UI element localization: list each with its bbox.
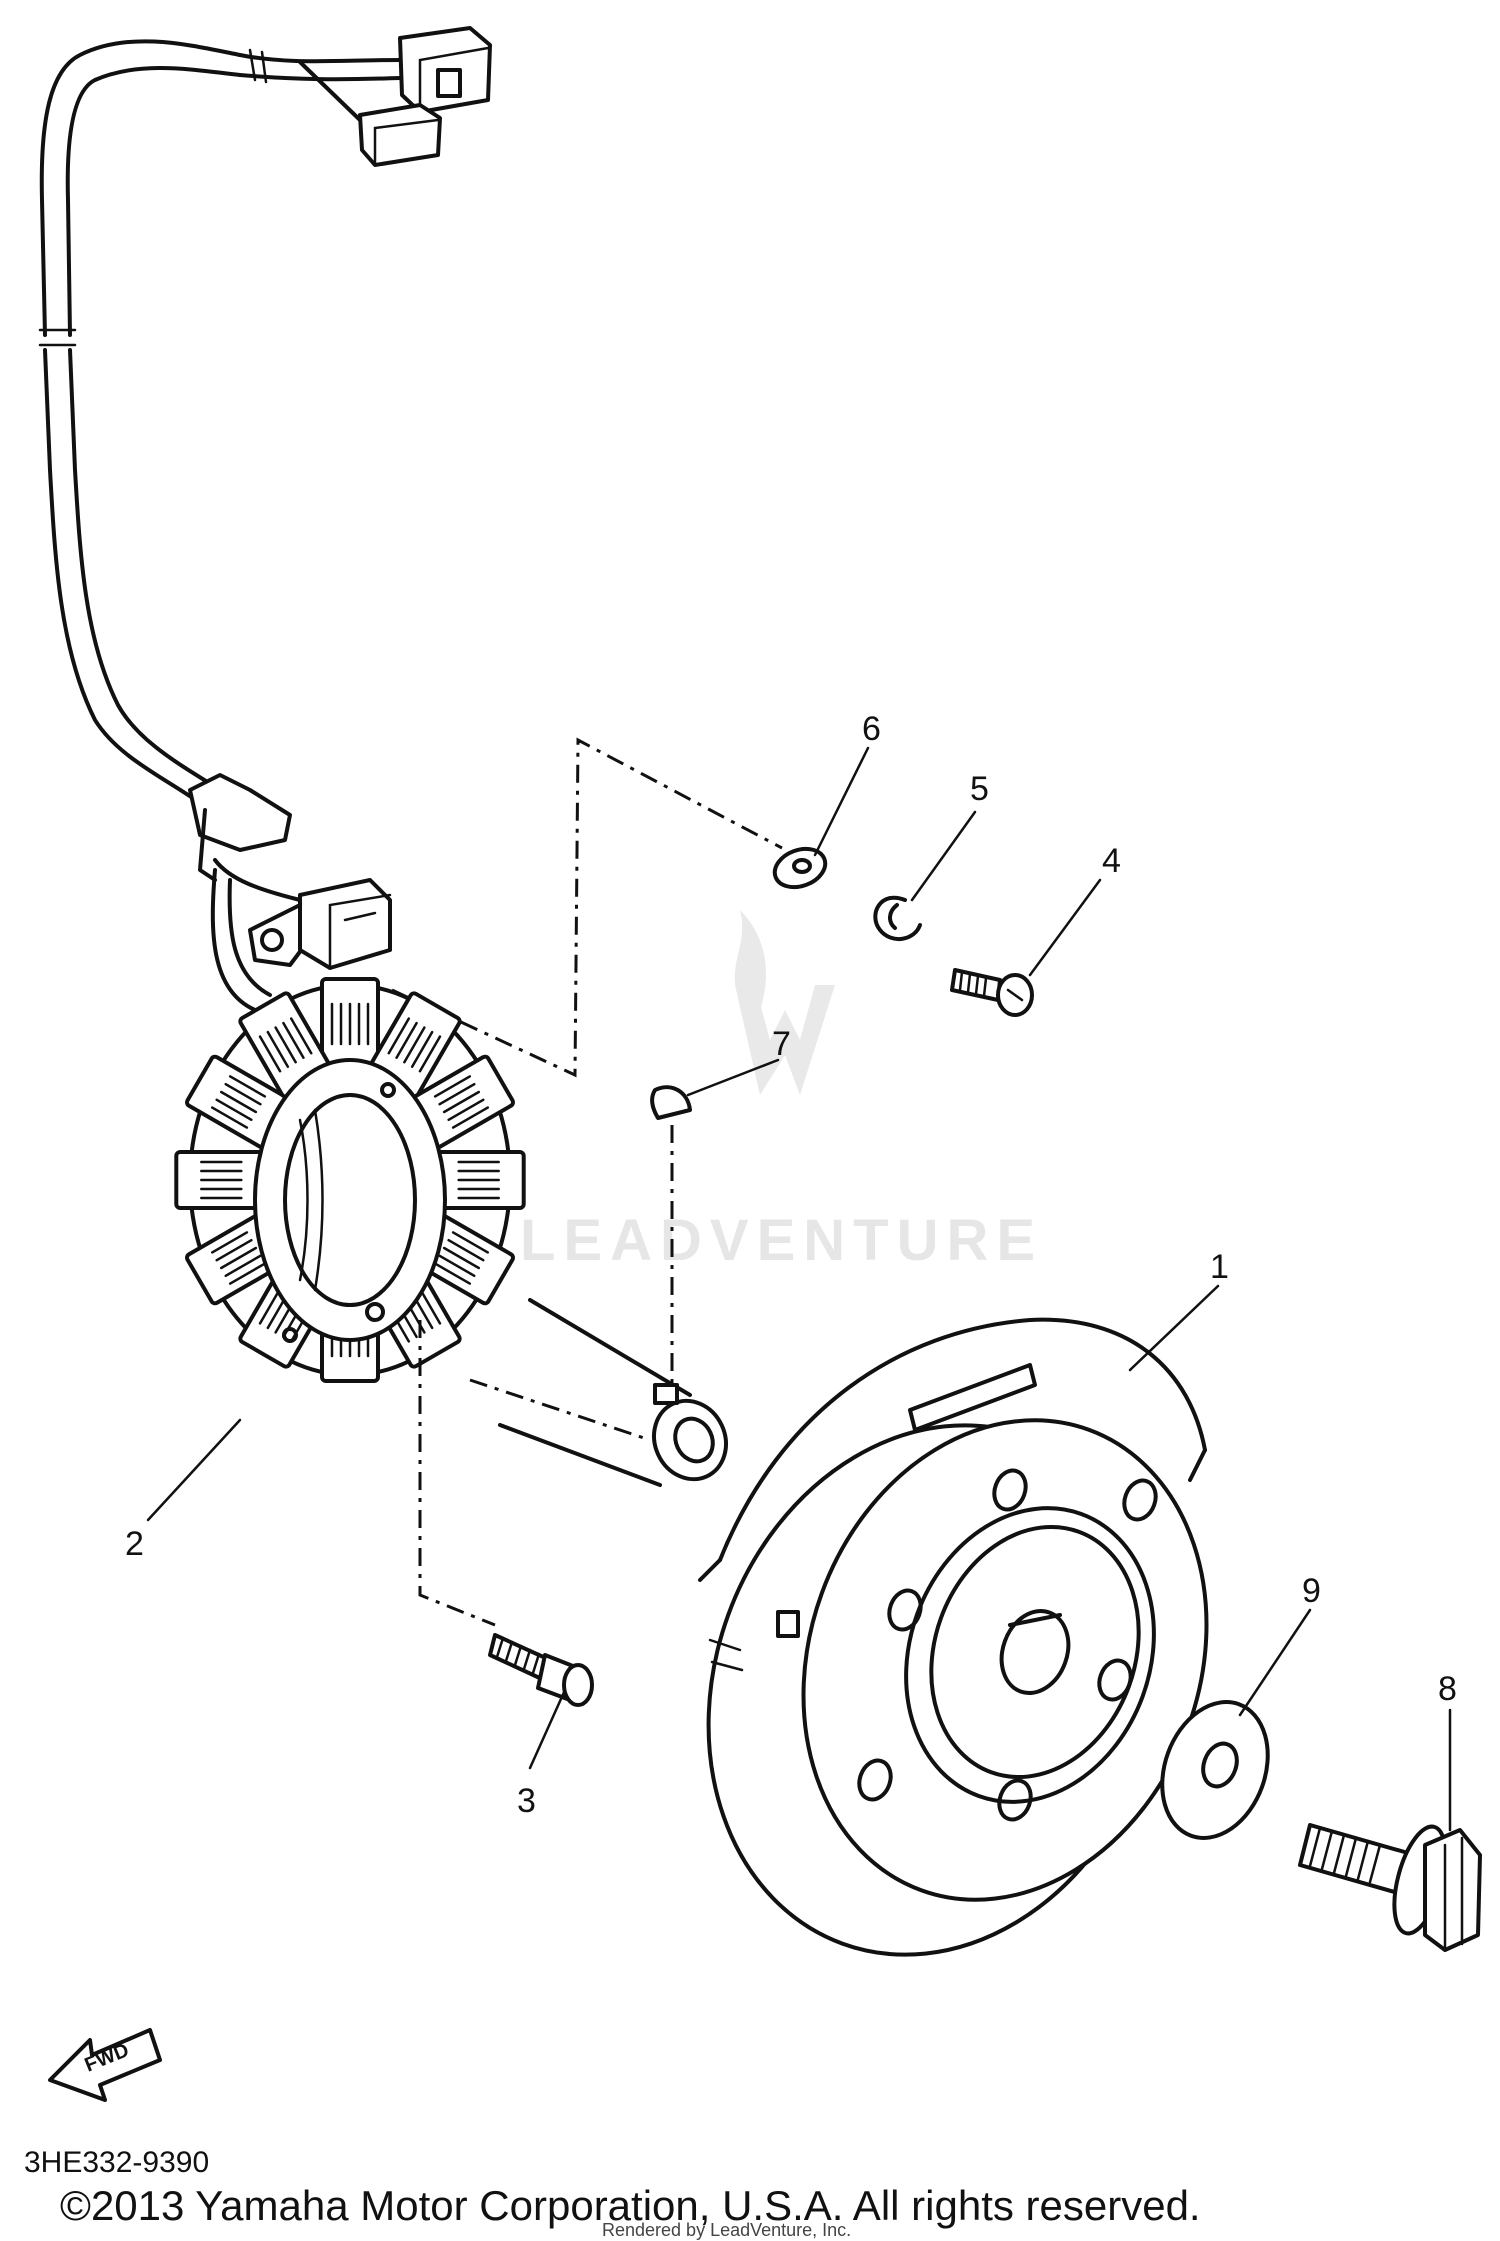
- stator-winding-line: [274, 1026, 297, 1064]
- callout-leaders: [146, 746, 1452, 1832]
- callout-5: 5: [970, 770, 989, 808]
- stator-winding-line: [289, 1017, 313, 1055]
- callout-2: 2: [125, 1525, 144, 1563]
- stator-winding-line: [258, 1035, 282, 1073]
- watermark-text: LEADVENTURE: [520, 1208, 1043, 1273]
- stator-winding-line: [282, 1021, 305, 1059]
- callout-8: 8: [1438, 1670, 1457, 1708]
- flywheel-rotor: [698, 1317, 1209, 1957]
- wire-harness: [38, 26, 492, 1012]
- stator-winding-line: [442, 1246, 481, 1270]
- leadventure-watermark: LEADVENTURE: [520, 910, 1043, 1273]
- stator-winding-line: [210, 1231, 249, 1254]
- stator-winding-line: [447, 1098, 485, 1122]
- stator-winding-line: [266, 1030, 290, 1068]
- screw-4: [950, 968, 1034, 1017]
- stator-winding-line: [228, 1075, 267, 1098]
- washer-9: [1160, 1700, 1270, 1840]
- stator-winding-line: [418, 1035, 442, 1073]
- washer-6: [772, 846, 828, 890]
- callout-9: 9: [1302, 1572, 1321, 1610]
- callout-7: 7: [772, 1025, 791, 1063]
- callout-3: 3: [517, 1782, 536, 1820]
- stator-winding-line: [438, 1082, 476, 1106]
- screw-3: [488, 1633, 594, 1707]
- woodruff-key: [650, 1085, 692, 1120]
- stator-winding-line: [258, 1287, 282, 1325]
- callout-6: 6: [862, 710, 881, 748]
- callout-1: 1: [1210, 1248, 1229, 1286]
- copyright-notice: ©2013 Yamaha Motor Corporation, U.S.A. A…: [60, 2182, 1201, 2229]
- stator-winding-line: [395, 1021, 418, 1059]
- stator-winding-line: [219, 1090, 258, 1114]
- callout-4: 4: [1102, 842, 1121, 880]
- stator-winding-line: [447, 1238, 485, 1262]
- stator-winding-line: [224, 1082, 262, 1106]
- stator-winding-line: [215, 1238, 253, 1262]
- clip-5: [873, 895, 922, 941]
- rendered-by-notice: Rendered by LeadVenture, Inc.: [602, 2220, 852, 2240]
- bolt-8: [1298, 1823, 1482, 1952]
- stator-winding-line: [403, 1026, 426, 1064]
- stator-assembly: [174, 977, 526, 1383]
- leader-coil-to-washer: [391, 737, 783, 1078]
- stator-winding-line: [442, 1090, 481, 1114]
- stator-winding-line: [451, 1106, 490, 1129]
- stator-winding-line: [219, 1246, 258, 1270]
- stator-winding-line: [438, 1254, 476, 1278]
- stator-winding-line: [418, 1287, 442, 1325]
- stator-winding-line: [215, 1098, 253, 1122]
- diagram-part-code: 3HE332-9390: [24, 2146, 210, 2179]
- stator-winding-line: [387, 1017, 411, 1055]
- stator-winding-line: [410, 1030, 434, 1068]
- callout-labels: 1 2 3 4 5 6 7 8 9: [125, 710, 1457, 1820]
- stator-winding-line: [433, 1262, 472, 1285]
- stator-winding-line: [433, 1075, 472, 1098]
- fwd-arrow-icon: FWD: [48, 2028, 162, 2102]
- stator-winding-line: [224, 1254, 262, 1278]
- stator-winding-line: [451, 1231, 490, 1254]
- leader-stator-to-screw: [418, 1320, 496, 1627]
- crankshaft-end: [469, 1298, 728, 1487]
- stator-winding-line: [228, 1262, 267, 1285]
- stator-winding-line: [210, 1106, 249, 1129]
